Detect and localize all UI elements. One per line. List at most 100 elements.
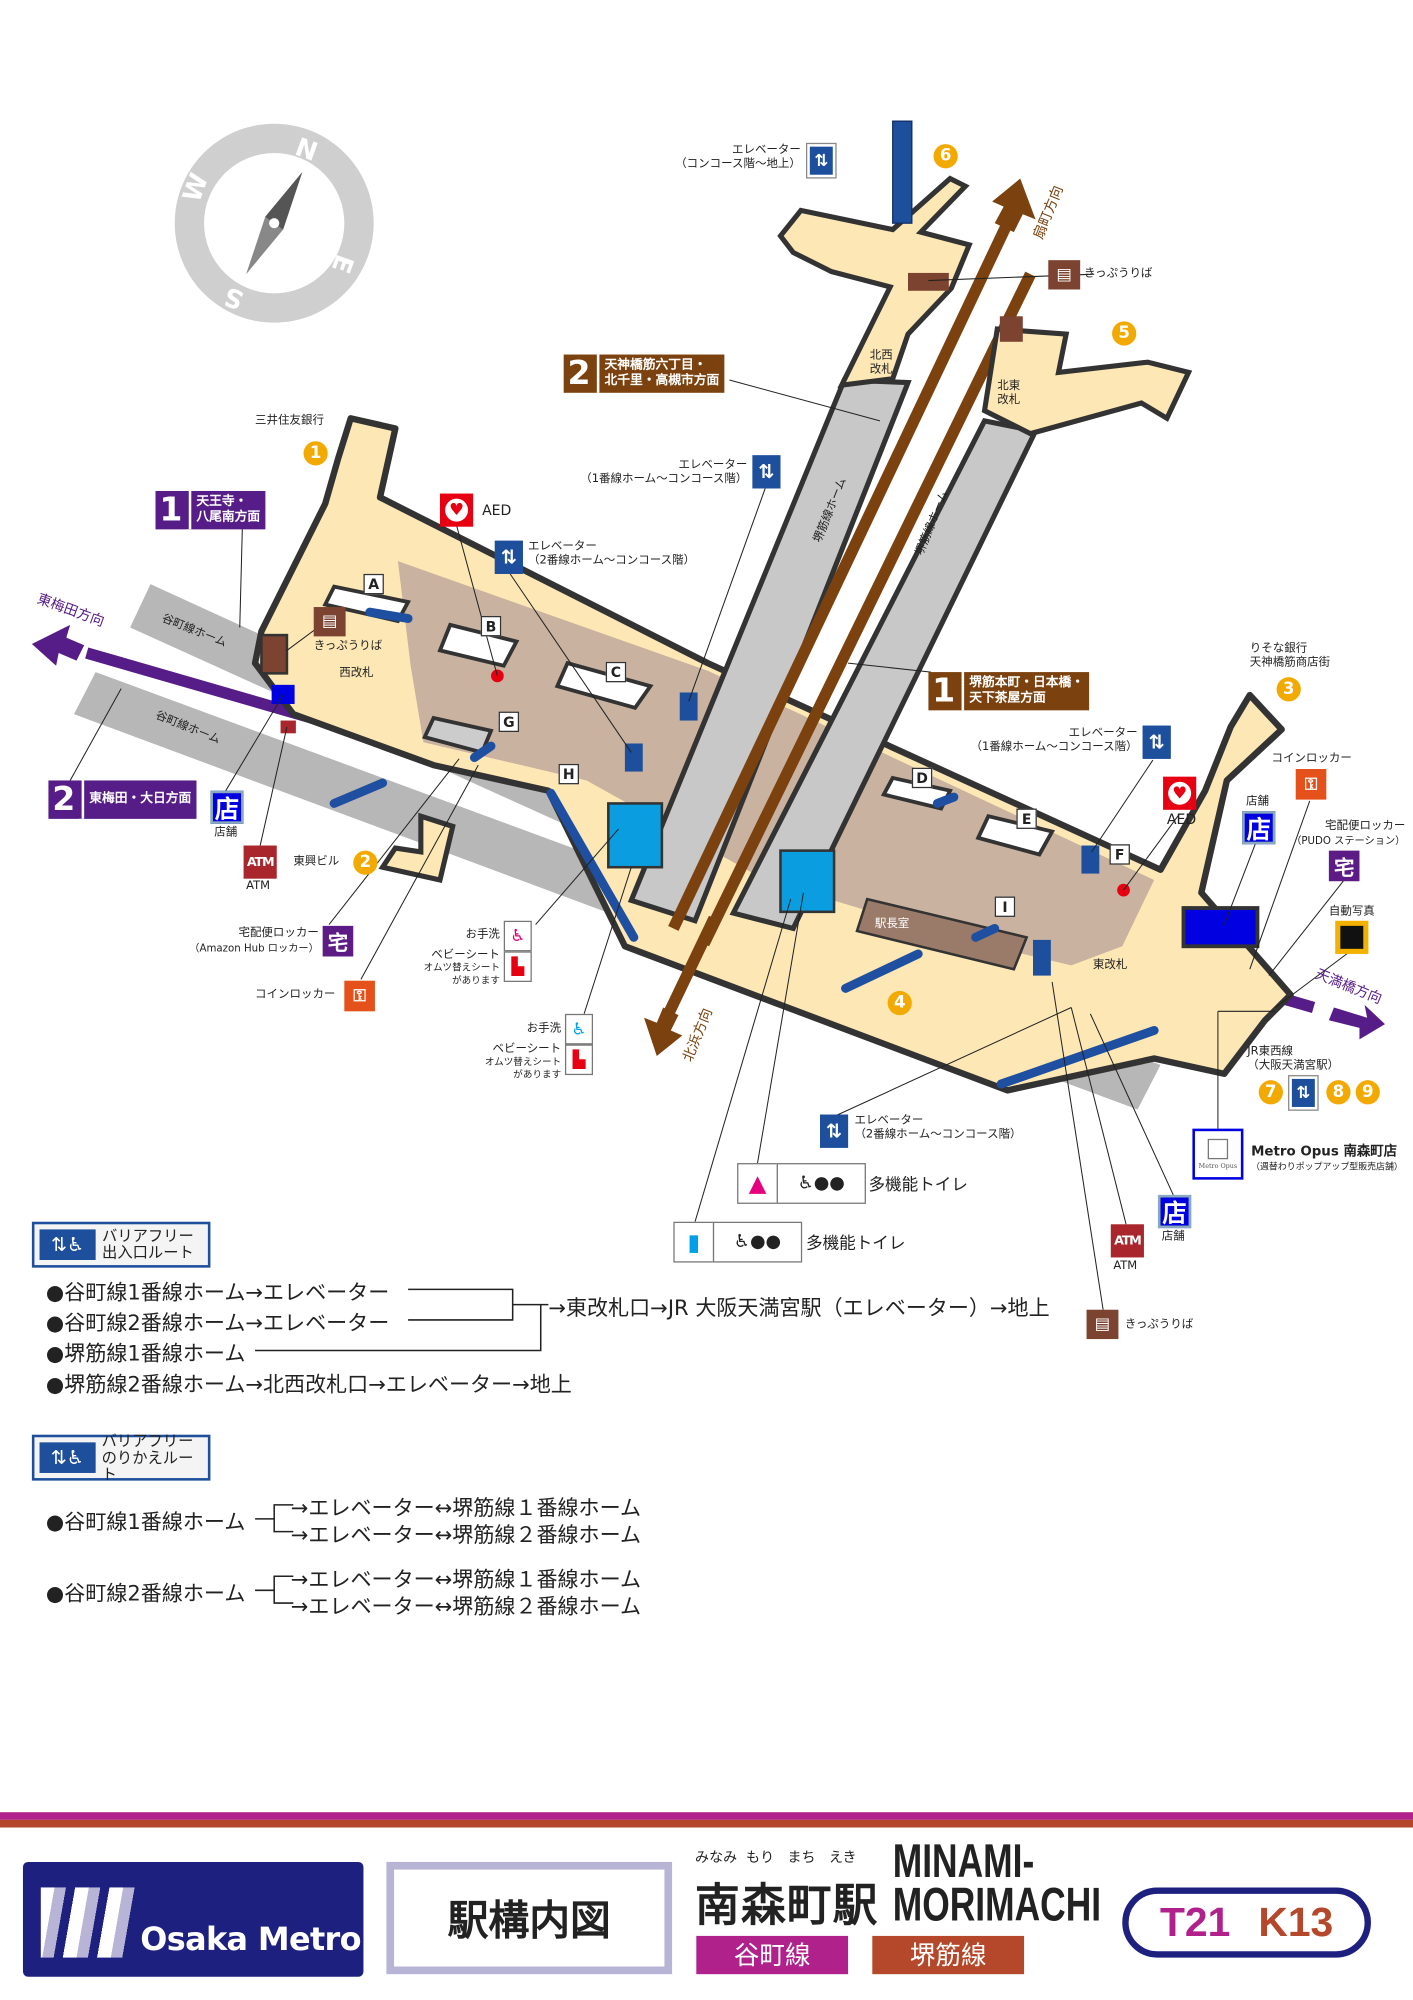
exit-3[interactable]: 3 — [1276, 677, 1301, 702]
stationmaster-room-label: 駅長室 — [874, 918, 910, 931]
exit-6-elevator-shaft — [892, 120, 913, 224]
photo-booth-label: 自動写真 — [1328, 905, 1375, 919]
sakaisuji-platform-1-badge: 1 堺筋本町・日本橋・天下茶屋方面 — [928, 672, 1090, 711]
sakaisuji-platform-2-badge: 2 天神橋筋六丁目・北千里・高槻市方面 — [563, 354, 725, 393]
temmabashi-arrow-icon — [1328, 1004, 1385, 1040]
delivery-locker-icon-east: 宅 — [1328, 850, 1360, 882]
gate-northwest-line2: 改札 — [869, 363, 893, 377]
multi-function-toilet-label-2: 多機能トイレ — [805, 1234, 906, 1254]
elevator-sakai2-label: エレベーター（2番線ホーム〜コンコース階） — [854, 1115, 1021, 1143]
pudo-label: （PUDO ステーション） — [1291, 835, 1406, 847]
badge-number: 1 — [932, 672, 956, 711]
atm-west — [280, 720, 296, 734]
bf-title-line2: 出入口ルート — [102, 1243, 194, 1262]
badge-line1: 東梅田・大日方面 — [89, 791, 192, 806]
elevator-tani1-label: エレベーター（1番線ホーム〜コンコース階） — [970, 727, 1137, 755]
sakaisuji-track-2 — [698, 271, 1036, 947]
aed-icon-west: ♥ — [439, 493, 474, 527]
badge-line2: 天下茶屋方面 — [969, 691, 1046, 706]
metro-m-mark-icon — [40, 1887, 143, 1958]
badge-number: 1 — [155, 490, 187, 530]
sakaisuji-track-1 — [668, 220, 1013, 931]
tanimachi-platform-2-badge: 2 東梅田・大日方面 — [48, 780, 197, 819]
shop-icon-west: 店 — [210, 790, 244, 824]
entrance-route-2: ●谷町線2番線ホーム→エレベーター — [45, 1311, 390, 1336]
elevator-range: （2番線ホーム〜コンコース階） — [527, 554, 696, 568]
exit-9[interactable]: 9 — [1355, 1080, 1380, 1105]
exit-1[interactable]: 1 — [303, 441, 328, 466]
transfer-route-1b: →エレベーター↔堺筋線２番線ホーム — [290, 1522, 642, 1547]
higashiumeda-arrow-icon — [31, 624, 85, 666]
transfer-route-2a: →エレベーター↔堺筋線１番線ホーム — [290, 1567, 642, 1592]
gate-east: 東改札 — [1092, 959, 1128, 972]
paid-concourse-area — [397, 561, 1155, 966]
elevator-shaft-sakai2 — [779, 849, 836, 914]
aed-icon-east: ♥ — [1163, 776, 1197, 810]
baby-seat-label: ベビーシート — [431, 948, 500, 962]
badge-line1: 天王寺・ — [196, 494, 248, 509]
baby-seat-label: ベビーシート — [492, 1043, 562, 1056]
transfer-route-text: エレベーター↔堺筋線２番線ホーム — [308, 1594, 642, 1619]
exit-7-landmark-line2: （大阪天満宮駅） — [1247, 1059, 1340, 1073]
womens-accessible-toilet-icon: ♿ — [503, 920, 532, 952]
exit-8[interactable]: 8 — [1326, 1080, 1351, 1105]
shop-icon-east: 店 — [1242, 811, 1276, 845]
bf-title-line2: のりかえルート — [101, 1448, 194, 1483]
exit-2[interactable]: 2 — [353, 850, 378, 875]
exit-5[interactable]: 5 — [1112, 321, 1137, 346]
stair-letter-d: D — [911, 767, 933, 789]
gate-northeast-line1: 北東 — [997, 380, 1021, 393]
badge-line2: 北千里・高槻市方面 — [604, 373, 720, 388]
coin-locker-icon-east: ⚿ — [1295, 769, 1327, 800]
gate-west: 西改札 — [339, 666, 374, 680]
station-kana: みなみ もり まち えき — [695, 1847, 857, 1867]
stair-letter-e: E — [1016, 808, 1037, 829]
entrance-destination-text: 東改札口→JR 大阪天満宮駅（エレベーター）→地上 — [566, 1295, 1050, 1320]
womens-toilet-icon: ▲ — [737, 1163, 778, 1204]
exit-2-landmark: 東興ビル — [293, 855, 340, 869]
atm-icon-south: ATM — [1110, 1224, 1144, 1258]
elevator-icon-ground: ⇅ — [805, 142, 837, 179]
exit-6[interactable]: 6 — [933, 144, 958, 169]
exit-7[interactable]: 7 — [1258, 1080, 1283, 1105]
compass-icon — [174, 123, 374, 323]
escalators — [329, 607, 1159, 1089]
metro-opus-icon: Metro Opus — [1192, 1128, 1244, 1180]
elevator-range: （コンコース階〜地上） — [675, 158, 801, 171]
elevator-range: （2番線ホーム〜コンコース階） — [854, 1128, 1022, 1142]
elevator-label: エレベーター — [732, 144, 801, 157]
barrier-free-transfer-title: ⇅♿ バリアフリーのりかえルート — [31, 1432, 211, 1483]
photo-booth-icon — [1335, 920, 1369, 954]
stair-letter-g: G — [498, 711, 520, 733]
barrier-free-entrance-title: ⇅♿ バリアフリー出入口ルート — [31, 1221, 211, 1268]
exit-3-landmark-line2: 天神橋筋商店街 — [1249, 656, 1331, 670]
osaka-metro-logo: Osaka Metro — [22, 1861, 364, 1977]
delivery-locker-label: 宅配便ロッカー — [1325, 820, 1406, 833]
elevator-box-f — [1081, 845, 1100, 874]
ticket-machine-north — [908, 272, 949, 291]
multi-function-toilet-label-1: 多機能トイレ — [868, 1175, 968, 1195]
elevator-box-east — [1032, 939, 1051, 976]
entrance-route-destination: →東改札口→JR 大阪天満宮駅（エレベーター）→地上 — [548, 1295, 1050, 1320]
kana-eki: えき — [828, 1849, 857, 1866]
coin-locker-icon-west: ⚿ — [344, 980, 375, 1012]
stair-letter-a: A — [363, 573, 384, 595]
gate-northeast: 北東改札 — [997, 380, 1020, 408]
baby-seat-icon: ▙ — [564, 1044, 594, 1076]
diaper-label: オムツ替えシート — [484, 1055, 562, 1068]
shop-east — [1181, 906, 1260, 949]
mens-accessible-toilet-icon: ♿ — [564, 1013, 594, 1045]
toilet-men-label: お手洗ベビーシートオムツ替えシートがあります — [485, 1023, 561, 1082]
entrance-route-1: ●谷町線1番線ホーム→エレベーター — [45, 1280, 390, 1305]
exit-4[interactable]: 4 — [887, 990, 912, 1016]
multi-function-toilet-icons: ♿●● — [712, 1221, 803, 1263]
elevator-tani2-label: エレベーター（2番線ホーム〜コンコース階） — [528, 541, 695, 569]
entrance-route-4: ●堺筋線2番線ホーム→北西改札口→エレベーター→地上 — [45, 1372, 572, 1397]
station-name-en: MINAMI-MORIMACHI — [893, 1838, 1101, 1929]
available-label: があります — [452, 974, 500, 986]
transfer-route-text: エレベーター↔堺筋線１番線ホーム — [308, 1495, 642, 1521]
aed-label-east: AED — [1166, 811, 1197, 828]
route-bracket-lines — [255, 1288, 549, 1604]
exit-7-landmark: JR東西線（大阪天満宮駅） — [1247, 1046, 1339, 1074]
